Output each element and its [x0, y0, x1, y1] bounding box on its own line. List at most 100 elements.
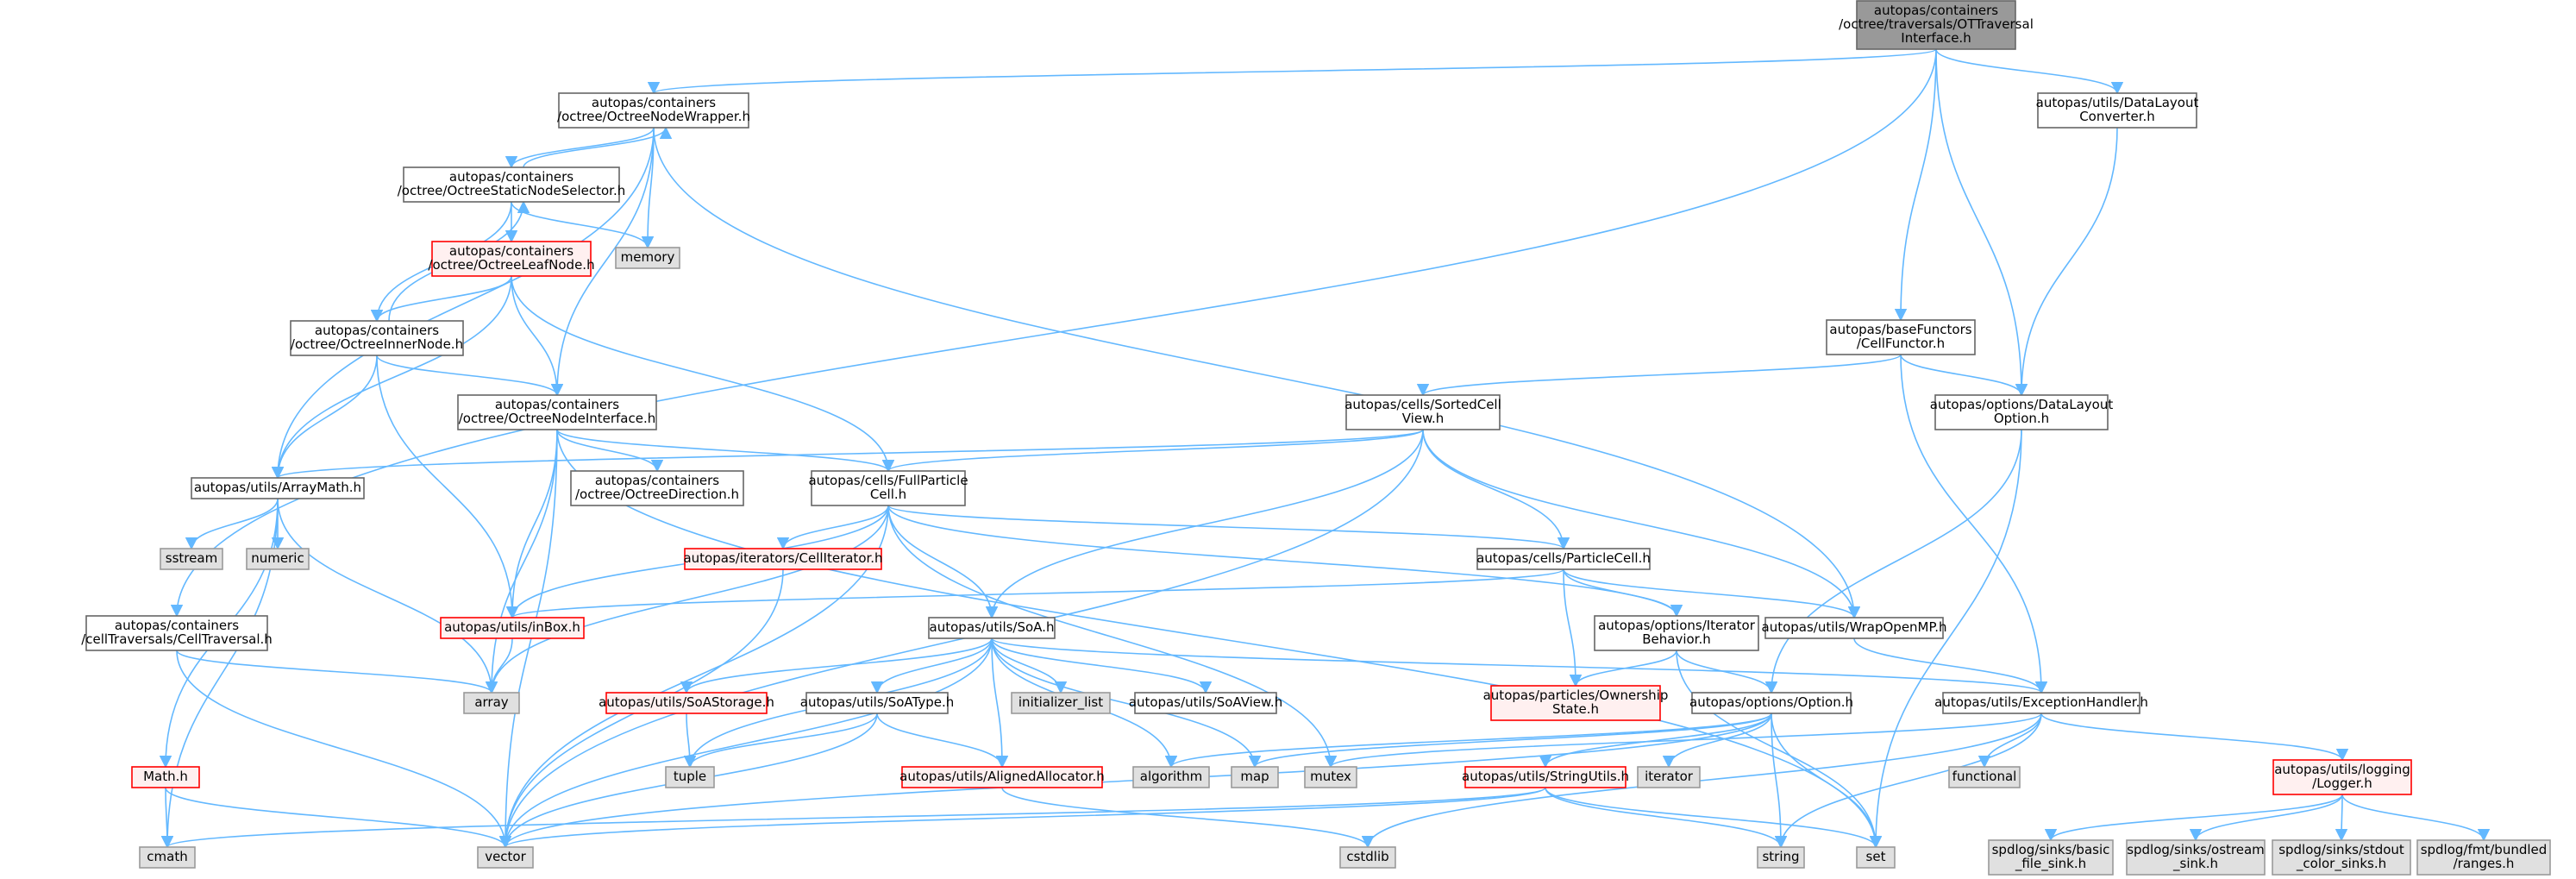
node-label-line: Interface.h [1901, 30, 1971, 46]
edge-cellTraversal-to-array [176, 650, 498, 694]
node-label: autopas/containers/octree/OctreeStaticNo… [398, 169, 626, 198]
edge-logger-to-basicFileSink [2044, 794, 2343, 842]
node-octreeNodeInterface[interactable]: autopas/containers/octree/OctreeNodeInte… [457, 394, 657, 430]
node-iterator[interactable]: iterator [1637, 766, 1701, 788]
node-octreeStaticNodeSelector[interactable]: autopas/containers/octree/OctreeStaticNo… [398, 166, 626, 203]
edge-dataLayoutConverter-to-dataLayoutOption [2015, 127, 2118, 397]
node-soaView[interactable]: autopas/utils/SoAView.h [1129, 692, 1282, 714]
node-soa[interactable]: autopas/utils/SoA.h [928, 617, 1056, 639]
node-root[interactable]: autopas/containers/octree/traversals/OTT… [1839, 0, 2034, 50]
node-vector[interactable]: vector [477, 846, 534, 869]
node-box [431, 241, 592, 277]
node-octreeLeafNode[interactable]: autopas/containers/octree/OctreeLeafNode… [428, 241, 595, 277]
node-label-line: _file_sink.h [2015, 856, 2086, 872]
node-label-line: autopas/utils/StringUtils.h [1462, 769, 1629, 784]
node-label-line: sstream [166, 550, 217, 566]
node-label: autopas/utils/StringUtils.h [1462, 769, 1629, 784]
node-functional[interactable]: functional [1948, 766, 2021, 788]
node-label-line: Option.h [1994, 411, 2049, 426]
node-box [1948, 766, 2021, 788]
edge-octreeNodeWrapper-to-octreeStaticNodeSelector [505, 127, 655, 169]
node-logger[interactable]: autopas/utils/logging/Logger.h [2272, 759, 2412, 795]
node-cellIterator[interactable]: autopas/iterators/CellIterator.h [683, 548, 883, 570]
node-box [1856, 0, 2016, 50]
node-box [2037, 92, 2197, 129]
node-arrayMath[interactable]: autopas/utils/ArrayMath.h [191, 477, 365, 499]
node-cmath[interactable]: cmath [139, 846, 196, 869]
edge-octreeInnerNode-to-octreeNodeInterface [376, 355, 564, 397]
node-box [570, 470, 744, 506]
node-wrapOpenMP[interactable]: autopas/utils/WrapOpenMP.h [1762, 617, 1947, 639]
node-label-line: autopas/containers [449, 243, 573, 259]
node-ostreamSink[interactable]: spdlog/sinks/ostream_sink.h [2126, 839, 2266, 876]
edge-octreeStaticNodeSelector-to-octreeNodeWrapper [523, 126, 673, 168]
node-tuple[interactable]: tuple [665, 766, 715, 788]
node-exceptionHandler[interactable]: autopas/utils/ExceptionHandler.h [1934, 692, 2148, 714]
node-label-line: autopas/containers [315, 323, 439, 338]
node-map[interactable]: map [1231, 766, 1279, 788]
node-label: autopas/utils/logging/Logger.h [2274, 762, 2410, 791]
node-string[interactable]: string [1757, 846, 1805, 869]
node-cellFunctor[interactable]: autopas/baseFunctors/CellFunctor.h [1826, 319, 1976, 355]
node-octreeNodeWrapper[interactable]: autopas/containers/octree/OctreeNodeWrap… [557, 92, 750, 129]
node-algorithm[interactable]: algorithm [1132, 766, 1210, 788]
node-octreeInnerNode[interactable]: autopas/containers/octree/OctreeInnerNod… [290, 320, 464, 356]
node-label: sstream [166, 550, 217, 566]
edge-stringUtils-to-cmath [161, 787, 1546, 849]
edge-fullParticleCell-to-mutex [887, 505, 1338, 769]
node-array[interactable]: array [463, 692, 520, 714]
edge-alignedAllocator-to-cstdlib [1001, 787, 1375, 849]
node-particleCell[interactable]: autopas/cells/ParticleCell.h [1476, 548, 1651, 570]
node-cellTraversal[interactable]: autopas/containers/cellTraversals/CellTr… [81, 615, 273, 651]
edge-fullParticleCell-to-array [485, 505, 889, 694]
node-stdoutColorSinks[interactable]: spdlog/sinks/stdout_color_sinks.h [2272, 839, 2411, 876]
node-alignedAllocator[interactable]: autopas/utils/AlignedAllocator.h [899, 766, 1105, 788]
node-option[interactable]: autopas/options/Option.h [1689, 692, 1853, 714]
edge-option-to-set [1771, 713, 1883, 849]
node-label-line: autopas/utils/ExceptionHandler.h [1934, 694, 2148, 710]
node-box [811, 470, 966, 506]
node-mathH[interactable]: Math.h [131, 766, 200, 788]
node-box [1304, 766, 1357, 788]
node-cstdlib[interactable]: cstdlib [1339, 846, 1396, 869]
edge-soa-to-vector [498, 637, 993, 849]
node-label-line: State.h [1552, 701, 1599, 717]
node-inBox[interactable]: autopas/utils/inBox.h [440, 617, 585, 639]
node-initializerList[interactable]: initializer_list [1011, 692, 1111, 714]
node-set[interactable]: set [1856, 846, 1896, 869]
edge-sortedCellView-to-particleCell [1422, 429, 1570, 550]
node-label-line: initializer_list [1018, 694, 1103, 711]
node-octreeDirection[interactable]: autopas/containers/octree/OctreeDirectio… [570, 470, 744, 506]
node-label-line: memory [621, 249, 675, 265]
node-box [928, 617, 1056, 639]
edge-octreeNodeInterface-to-fullParticleCell [556, 429, 894, 473]
node-soaStorage[interactable]: autopas/utils/SoAStorage.h [599, 692, 774, 714]
node-soaType[interactable]: autopas/utils/SoAType.h [800, 692, 954, 714]
node-box [463, 692, 520, 714]
node-ranges[interactable]: spdlog/fmt/bundled/ranges.h [2416, 839, 2551, 876]
node-label: iterator [1645, 769, 1694, 784]
edge-fullParticleCell-to-cellIterator [776, 505, 889, 550]
node-sstream[interactable]: sstream [160, 548, 223, 570]
node-memory[interactable]: memory [615, 247, 680, 269]
node-box [85, 615, 268, 651]
node-label-line: array [474, 694, 508, 710]
node-label-line: /octree/OctreeStaticNodeSelector.h [398, 183, 626, 198]
node-numeric[interactable]: numeric [246, 548, 310, 570]
node-mutex[interactable]: mutex [1304, 766, 1357, 788]
edge-iteratorBehavior-to-option [1676, 650, 1778, 694]
node-box [901, 766, 1103, 788]
edge-soaType-to-alignedAllocator [876, 713, 1009, 769]
node-box [191, 477, 365, 499]
node-basicFileSink[interactable]: spdlog/sinks/basic_file_sink.h [1988, 839, 2114, 876]
node-stringUtils[interactable]: autopas/utils/StringUtils.h [1462, 766, 1629, 788]
